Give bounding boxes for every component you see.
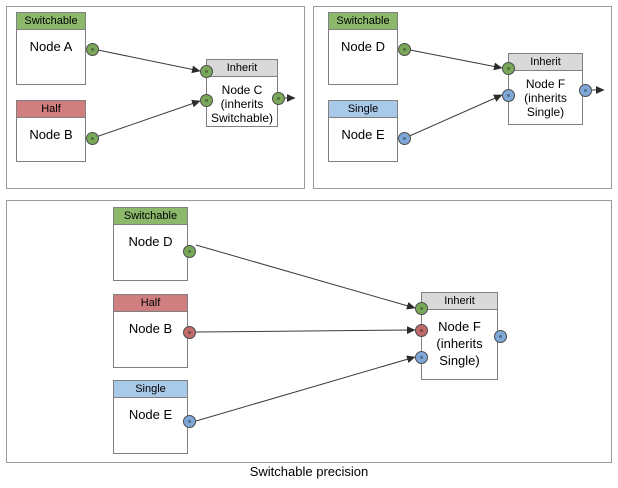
port-node-f-out[interactable]	[579, 84, 592, 97]
node-f2-body: Node F (inherits Single)	[436, 319, 483, 368]
port-node-b2-out[interactable]	[183, 326, 196, 339]
node-d[interactable]: Switchable Node D	[328, 12, 398, 85]
node-b[interactable]: Half Node B	[16, 100, 86, 162]
node-e-body: Node E	[341, 127, 385, 142]
port-node-a-out[interactable]	[86, 43, 99, 56]
edge-node-d2-to-node-f2	[195, 244, 416, 310]
node-d2-header: Switchable	[114, 208, 187, 225]
node-f-header: Inherit	[509, 54, 582, 71]
node-e2-body: Node E	[128, 407, 173, 422]
port-node-f2-in-2[interactable]	[415, 324, 428, 337]
edge-node-b-to-node-c	[92, 99, 201, 139]
node-d-header: Switchable	[329, 13, 397, 30]
node-f2-header: Inherit	[422, 293, 497, 310]
port-node-f2-in-1[interactable]	[415, 302, 428, 315]
edge-node-d-to-node-f	[404, 48, 503, 71]
port-node-f-in-1[interactable]	[502, 62, 515, 75]
edge-node-e-to-node-f	[404, 94, 503, 139]
port-node-e-out[interactable]	[398, 132, 411, 145]
node-f-body: Node F (inherits Single)	[524, 77, 567, 119]
node-a-header: Switchable	[17, 13, 85, 30]
node-e[interactable]: Single Node E	[328, 100, 398, 162]
port-node-b-out[interactable]	[86, 132, 99, 145]
diagram-caption: Switchable precision	[249, 464, 369, 479]
node-b-body: Node B	[29, 127, 73, 142]
node-f2[interactable]: Inherit Node F (inherits Single)	[421, 292, 498, 380]
port-node-c-in-1[interactable]	[200, 65, 213, 78]
node-c[interactable]: Inherit Node C (inherits Switchable)	[206, 59, 278, 127]
node-e2-header: Single	[114, 381, 187, 398]
node-e2[interactable]: Single Node E	[113, 380, 188, 454]
port-node-e2-out[interactable]	[183, 415, 196, 428]
node-a-body: Node A	[29, 39, 73, 54]
port-node-f2-out[interactable]	[494, 330, 507, 343]
port-node-c-out[interactable]	[272, 92, 285, 105]
node-b2-body: Node B	[128, 321, 173, 336]
node-b2-header: Half	[114, 295, 187, 312]
port-node-d-out[interactable]	[398, 43, 411, 56]
port-node-f2-in-3[interactable]	[415, 351, 428, 364]
node-b-header: Half	[17, 101, 85, 118]
node-d-body: Node D	[340, 39, 386, 54]
node-a[interactable]: Switchable Node A	[16, 12, 86, 85]
panel-bottom	[6, 200, 612, 463]
port-node-c-in-2[interactable]	[200, 94, 213, 107]
edge-node-b2-to-node-f2	[195, 326, 416, 334]
node-c-header: Inherit	[207, 60, 277, 77]
node-d2[interactable]: Switchable Node D	[113, 207, 188, 281]
node-c-body: Node C (inherits Switchable)	[210, 83, 274, 125]
node-b2[interactable]: Half Node B	[113, 294, 188, 368]
edge-node-a-to-node-c	[92, 48, 201, 74]
node-f[interactable]: Inherit Node F (inherits Single)	[508, 53, 583, 125]
port-node-f-in-2[interactable]	[502, 89, 515, 102]
node-e-header: Single	[329, 101, 397, 118]
edge-node-e2-to-node-f2	[195, 355, 416, 422]
port-node-d2-out[interactable]	[183, 245, 196, 258]
node-d2-body: Node D	[128, 234, 173, 249]
